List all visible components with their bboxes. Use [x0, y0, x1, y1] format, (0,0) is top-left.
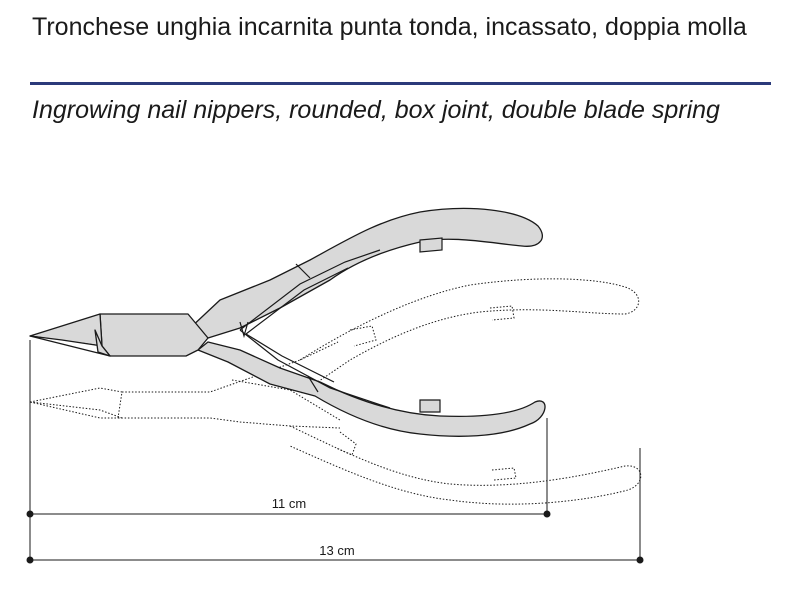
dimension-endpoints: [26, 510, 644, 564]
product-title-italian: Tronchese unghia incarnita punta tonda, …: [32, 13, 747, 41]
dimension-lines: [29, 340, 641, 561]
product-title-english: Ingrowing nail nippers, rounded, box joi…: [32, 96, 720, 124]
title-divider: [30, 82, 771, 85]
dimension-label-11cm: 11 cm: [272, 496, 306, 511]
dimension-label-13cm: 13 cm: [319, 543, 354, 558]
nippers-solid-11cm: [29, 207, 546, 437]
nippers-details: [239, 237, 443, 413]
